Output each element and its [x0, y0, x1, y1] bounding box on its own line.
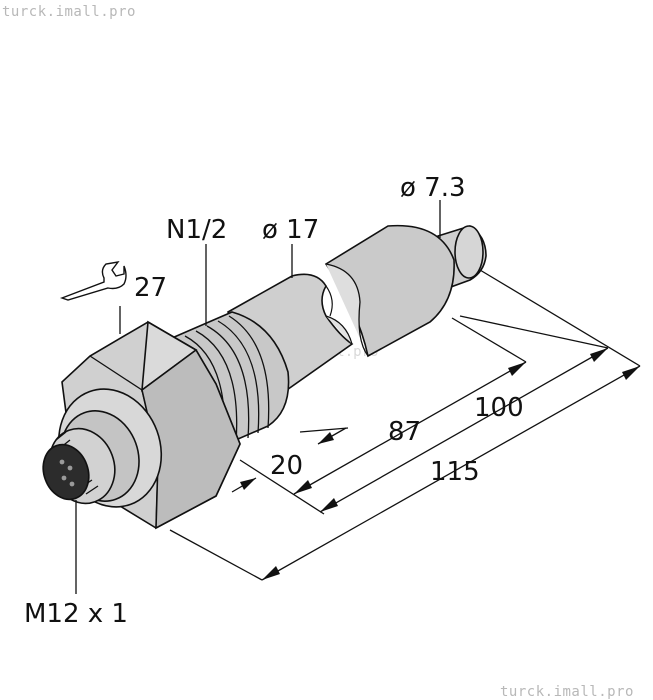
watermark-top-left: turck.imall.pro [2, 4, 136, 20]
leader-lines [75, 200, 441, 594]
dimension-lines [231, 347, 641, 581]
wrench-icon [59, 261, 127, 301]
extension-lines [169, 269, 641, 581]
m12-connector [42, 388, 163, 508]
dimension-100: 100 [474, 393, 524, 423]
watermark-bottom-right: turck.imall.pro [500, 684, 634, 700]
sensor-tip [437, 225, 487, 290]
connector-label: M12 x 1 [24, 599, 128, 629]
wrench-size-label: 27 [134, 273, 167, 303]
dimension-20: 20 [270, 451, 303, 481]
diameter-tip-label: ø 7.3 [400, 173, 466, 203]
diameter-body-label: ø 17 [262, 215, 319, 245]
thread-label: N1/2 [166, 215, 227, 245]
dimension-115: 115 [430, 457, 480, 487]
probe-upper-segment [324, 224, 455, 358]
dimension-87: 87 [388, 417, 421, 447]
